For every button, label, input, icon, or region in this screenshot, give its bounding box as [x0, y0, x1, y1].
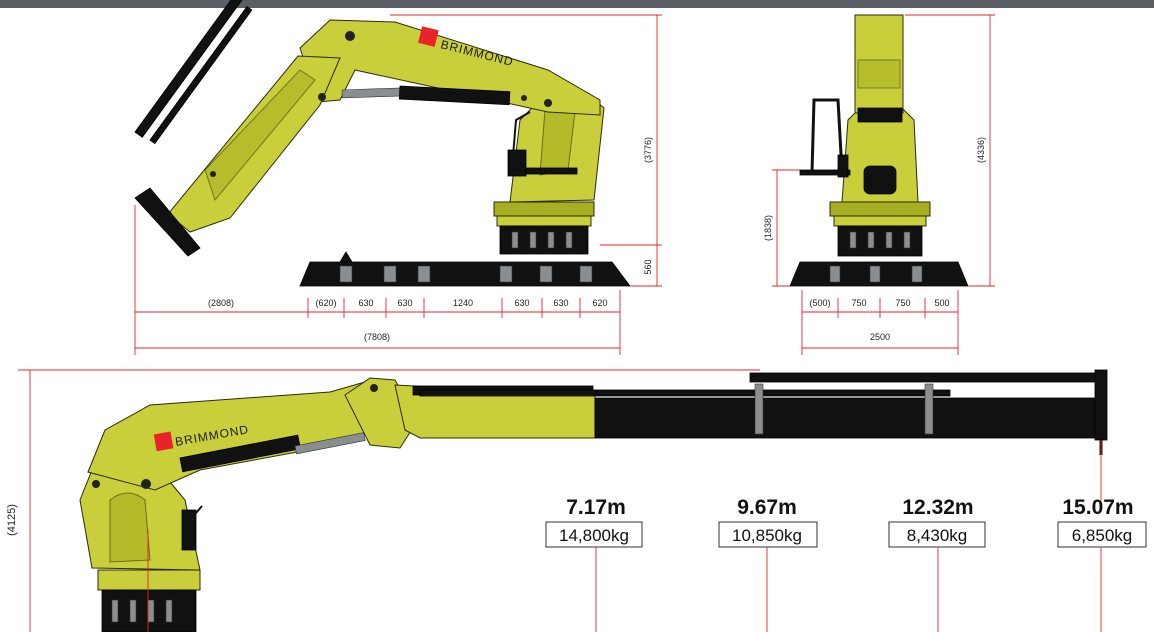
reach-value-2: 12.32m	[902, 496, 973, 519]
side-dim-7: 620	[592, 298, 607, 308]
load-value-1: 10,850kg	[732, 526, 802, 545]
side-height-total: (3776)	[643, 137, 653, 163]
reach-point-2: 12.32m 8,430kg	[888, 496, 986, 632]
side-dim-4: 1240	[453, 298, 473, 308]
side-dim-overall: (7808)	[364, 332, 390, 342]
reach-point-3: 15.07m 6,850kg	[1057, 440, 1147, 632]
front-dim-overall: 2500	[870, 332, 890, 342]
load-value-3: 6,850kg	[1072, 526, 1133, 545]
front-view: (4336) (1838) (500) 750 750 500 2500	[763, 14, 995, 355]
load-value-0: 14,800kg	[559, 526, 629, 545]
reach-value-1: 9.67m	[737, 496, 797, 519]
reach-value-0: 7.17m	[566, 496, 626, 519]
reach-point-0: 7.17m 14,800kg	[545, 496, 643, 632]
reach-view: (4125) BRIMMOND	[6, 369, 1147, 632]
top-bar	[0, 0, 1154, 8]
side-view: BRIMMOND (3776) 560 (2808) (620) 6	[134, 0, 662, 355]
load-value-2: 8,430kg	[907, 526, 968, 545]
reach-point-1: 9.67m 10,850kg	[718, 496, 818, 632]
front-dim-3: 500	[934, 298, 949, 308]
front-height-total: (4336)	[976, 137, 986, 163]
front-dim-0: (500)	[809, 298, 830, 308]
side-dim-ticks	[307, 298, 581, 318]
front-left-height: (1838)	[763, 215, 773, 241]
side-dim-1: (620)	[315, 298, 336, 308]
side-base-height: 560	[643, 259, 653, 274]
reach-value-3: 15.07m	[1062, 496, 1133, 519]
front-dim-2: 750	[895, 298, 910, 308]
front-dim-1: 750	[851, 298, 866, 308]
side-dim-6: 630	[553, 298, 568, 308]
side-dim-2: 630	[358, 298, 373, 308]
side-dim-0: (2808)	[208, 298, 234, 308]
reach-height: (4125)	[6, 504, 18, 536]
side-dim-3: 630	[397, 298, 412, 308]
side-dim-5: 630	[514, 298, 529, 308]
